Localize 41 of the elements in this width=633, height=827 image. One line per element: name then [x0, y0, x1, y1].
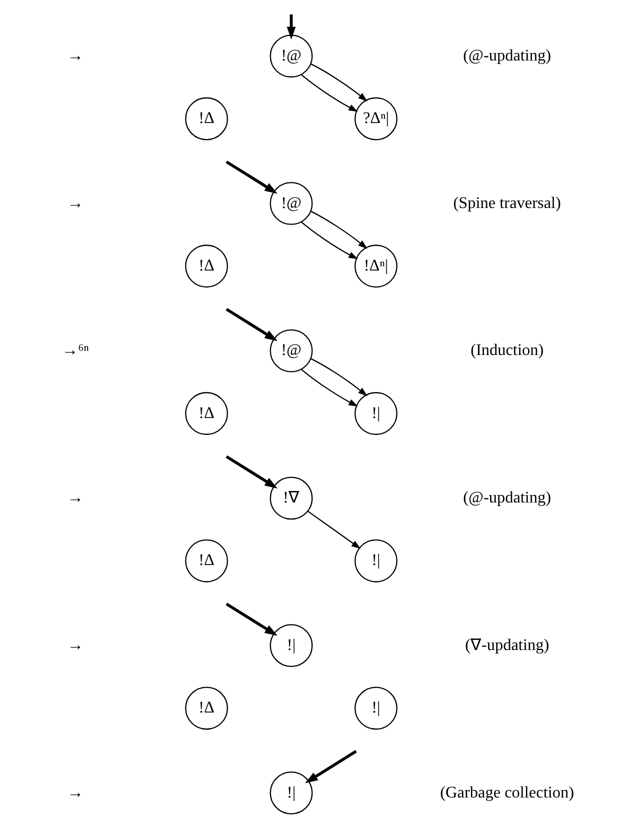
label: (@-updating) — [463, 488, 552, 506]
arrow — [301, 222, 358, 260]
arrow — [301, 369, 358, 406]
label: (Induction) — [470, 341, 544, 360]
label: (@-updating) — [463, 46, 552, 64]
node-circle: !Δ — [185, 244, 228, 288]
label: (Garbage collection) — [440, 783, 574, 802]
node-circle: !Δⁿ| — [354, 244, 398, 288]
label: → — [67, 636, 84, 654]
node-circle: !Δ — [185, 392, 228, 435]
node-circle: !Δ — [185, 97, 228, 140]
arrow — [310, 210, 368, 249]
node-circle: !@ — [270, 182, 313, 225]
label: → — [67, 783, 84, 802]
node-circle: ?Δⁿ| — [354, 97, 398, 140]
arrow — [310, 358, 368, 396]
arrow — [310, 63, 368, 102]
label: → — [67, 488, 84, 506]
node-circle: !@ — [270, 329, 313, 372]
arrow — [301, 74, 358, 112]
arrow — [226, 602, 278, 636]
label: →⁶ⁿ — [62, 341, 89, 360]
node-circle: !| — [354, 539, 398, 582]
node-circle: !∇ — [270, 476, 313, 520]
arrow — [305, 750, 357, 784]
label: (Spine traversal) — [453, 194, 561, 212]
node-circle: !@ — [270, 34, 313, 78]
node-circle: !| — [270, 624, 313, 668]
arrow — [226, 308, 278, 342]
arrow — [226, 160, 278, 194]
node-circle: !| — [270, 771, 313, 814]
label: (∇-updating) — [465, 636, 550, 654]
node-circle: !Δ — [185, 686, 228, 730]
arrow — [286, 14, 296, 40]
arrow — [226, 455, 278, 488]
node-circle: !| — [354, 392, 398, 435]
node-circle: !Δ — [185, 539, 228, 582]
label: → — [67, 194, 84, 212]
label: → — [67, 46, 84, 64]
arrow — [308, 510, 361, 549]
node-circle: !| — [354, 686, 398, 730]
